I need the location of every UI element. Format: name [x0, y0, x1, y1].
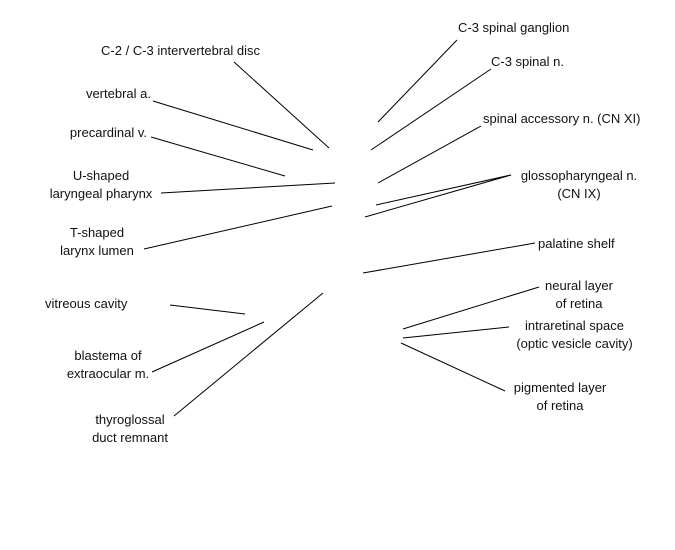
label-text: of retina: [536, 398, 584, 413]
leader-line-palatine-shelf: [362, 242, 536, 274]
label-text: vitreous cavity: [45, 296, 128, 311]
label-text: extraocular m.: [66, 366, 150, 381]
label-text: U-shaped: [72, 168, 130, 183]
label-text: neural layer: [545, 278, 613, 293]
label-vertebral-a: vertebral a.: [40, 85, 151, 103]
leader-line-glossopharyngeal-b: [364, 174, 512, 218]
label-thyroglossal-duct-remnant: thyroglossal duct remnant: [80, 411, 180, 447]
label-vitreous-cavity: vitreous cavity: [45, 295, 170, 313]
label-blastema-extraocular-m: blastema of extraocular m.: [58, 347, 158, 383]
label-spinal-accessory-n: spinal accessory n. (CN XI): [483, 110, 668, 128]
label-u-shaped-laryngeal-pharynx: U-shaped laryngeal pharynx: [38, 167, 164, 203]
label-pigmented-layer-retina: pigmented layer of retina: [505, 379, 615, 415]
label-text: duct remnant: [92, 430, 168, 445]
leader-line-vertebral-a: [152, 100, 314, 151]
label-neural-layer-retina: neural layer of retina: [530, 277, 628, 313]
label-palatine-shelf: palatine shelf: [538, 235, 648, 253]
label-c2-c3-disc: C-2 / C-3 intervertebral disc: [40, 42, 260, 60]
leader-line-c3-spinal-ganglion: [377, 39, 458, 123]
label-text: pigmented layer: [513, 380, 607, 395]
leader-line-vitreous-cavity: [169, 304, 246, 315]
label-text: laryngeal pharynx: [49, 186, 153, 201]
label-text: thyroglossal: [95, 412, 165, 427]
label-t-shaped-larynx-lumen: T-shaped larynx lumen: [50, 224, 144, 260]
label-text: spinal accessory n. (CN XI): [483, 111, 641, 126]
leader-line-t-shaped-larynx: [143, 205, 333, 250]
label-text: intraretinal space: [525, 318, 624, 333]
label-text: glossopharyngeal n.: [520, 168, 638, 183]
label-text: larynx lumen: [60, 243, 134, 258]
leader-line-blastema: [151, 321, 265, 373]
leader-line-neural-layer: [402, 286, 540, 330]
label-text: (optic vesicle cavity): [516, 336, 633, 351]
label-text: vertebral a.: [85, 86, 151, 101]
label-text: precardinal v.: [69, 125, 147, 140]
label-intraretinal-space: intraretinal space (optic vesicle cavity…: [502, 317, 647, 353]
label-glossopharyngeal-n: glossopharyngeal n. (CN IX): [510, 167, 648, 203]
leader-line-glossopharyngeal-a: [375, 174, 512, 206]
label-text: T-shaped: [69, 225, 125, 240]
leader-line-c3-spinal-n: [370, 68, 492, 151]
leader-line-precardinal-v: [150, 136, 286, 177]
label-text: (CN IX): [557, 186, 601, 201]
label-text: blastema of: [74, 348, 142, 363]
leader-line-c2-c3-disc: [233, 61, 330, 149]
label-c3-spinal-n: C-3 spinal n.: [491, 53, 601, 71]
label-text: C-3 spinal n.: [491, 54, 564, 69]
label-text: palatine shelf: [538, 236, 615, 251]
label-text: of retina: [555, 296, 603, 311]
label-text: C-2 / C-3 intervertebral disc: [101, 43, 260, 58]
leader-line-intraretinal: [402, 326, 510, 339]
leader-line-pigmented: [400, 342, 506, 392]
label-c3-spinal-ganglion: C-3 spinal ganglion: [458, 19, 618, 37]
leader-line-u-shaped-pharynx: [160, 182, 336, 194]
label-text: C-3 spinal ganglion: [458, 20, 570, 35]
leader-line-thyroglossal: [173, 292, 324, 417]
label-precardinal-v: precardinal v.: [40, 124, 147, 142]
leader-line-spinal-accessory: [377, 125, 482, 184]
